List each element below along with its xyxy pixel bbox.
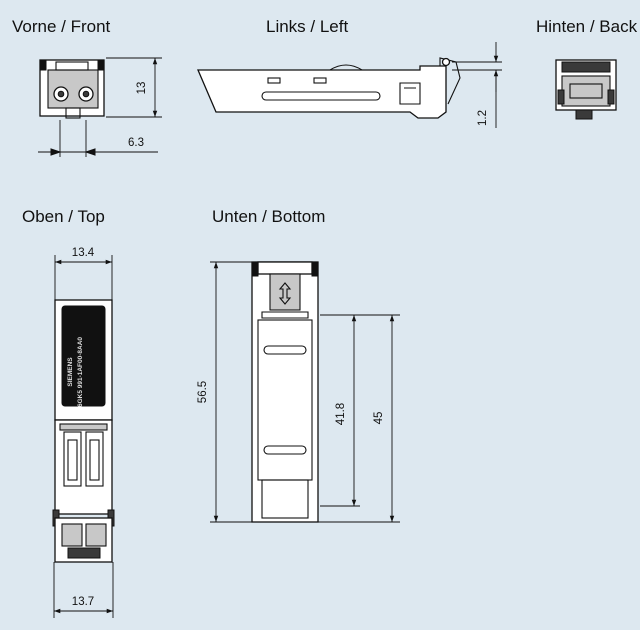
bottom-length-b-label: 45	[373, 412, 385, 425]
left-view-title: Links / Left	[266, 17, 348, 36]
front-arrow-left	[50, 148, 62, 156]
front-corner-left	[39, 59, 47, 71]
bottom-rail	[261, 311, 309, 319]
top-bottom-width-label: 13.7	[72, 596, 94, 608]
top-port-left	[63, 431, 82, 487]
bottom-connector	[261, 479, 309, 519]
front-ferrule-left	[57, 90, 65, 98]
back-side-left	[557, 89, 565, 105]
top-label-plate	[61, 305, 106, 407]
bottom-latch-top	[257, 261, 313, 275]
bottom-corner-left	[251, 261, 259, 277]
top-grip	[67, 547, 101, 559]
back-view-title: Hinten / Back	[536, 17, 638, 36]
front-width-label: 6.3	[128, 137, 144, 149]
left-notch-b	[313, 77, 327, 84]
front-corner-right	[97, 59, 105, 71]
back-top-bar	[561, 61, 611, 73]
left-latch-frame	[399, 82, 421, 105]
front-view-title: Vorne / Front	[12, 17, 111, 36]
bottom-slot-lower	[263, 445, 307, 455]
top-port-right	[85, 431, 104, 487]
left-slot	[261, 91, 381, 101]
left-view: Links / Left 1.2	[197, 17, 502, 128]
top-width-label: 13.4	[72, 247, 95, 259]
front-height-label: 13	[136, 82, 148, 95]
front-ferrule-right	[82, 90, 90, 98]
bottom-slot-upper	[263, 345, 307, 355]
top-label-order-number: 6GK5 991-1AF00-8AA0	[77, 337, 84, 407]
left-offset-label: 1.2	[477, 110, 489, 126]
top-front-band	[59, 423, 108, 431]
left-hump	[329, 64, 363, 71]
front-latch	[55, 61, 89, 71]
top-view: Oben / Top 13.4 SIEMENS 6GK5 991-1AF00-8…	[22, 207, 115, 618]
front-arrow-right	[84, 148, 96, 156]
front-view: Vorne / Front 13 6.3	[12, 17, 162, 157]
top-conn-left	[61, 523, 83, 547]
top-port-right-inner	[89, 439, 100, 481]
bottom-view: Unten / Bottom 56.5 41.8 45	[197, 207, 400, 523]
back-view: Hinten / Back	[536, 17, 638, 120]
bottom-arrow-icon	[278, 282, 292, 305]
back-side-right	[607, 89, 615, 105]
top-label-brand: SIEMENS	[67, 357, 74, 387]
back-tab	[575, 109, 593, 120]
bottom-length-a-label: 41.8	[335, 403, 347, 425]
left-bail-pivot	[441, 57, 451, 67]
front-tab	[65, 107, 81, 119]
back-pcb-slot	[569, 83, 603, 99]
left-notch-a	[267, 77, 281, 84]
top-conn-right	[85, 523, 107, 547]
top-port-left-inner	[67, 439, 78, 481]
bottom-view-title: Unten / Bottom	[212, 207, 325, 226]
bottom-corner-right	[311, 261, 319, 277]
back-connector	[561, 75, 611, 107]
bottom-total-label: 56.5	[197, 381, 209, 403]
top-view-title: Oben / Top	[22, 207, 105, 226]
